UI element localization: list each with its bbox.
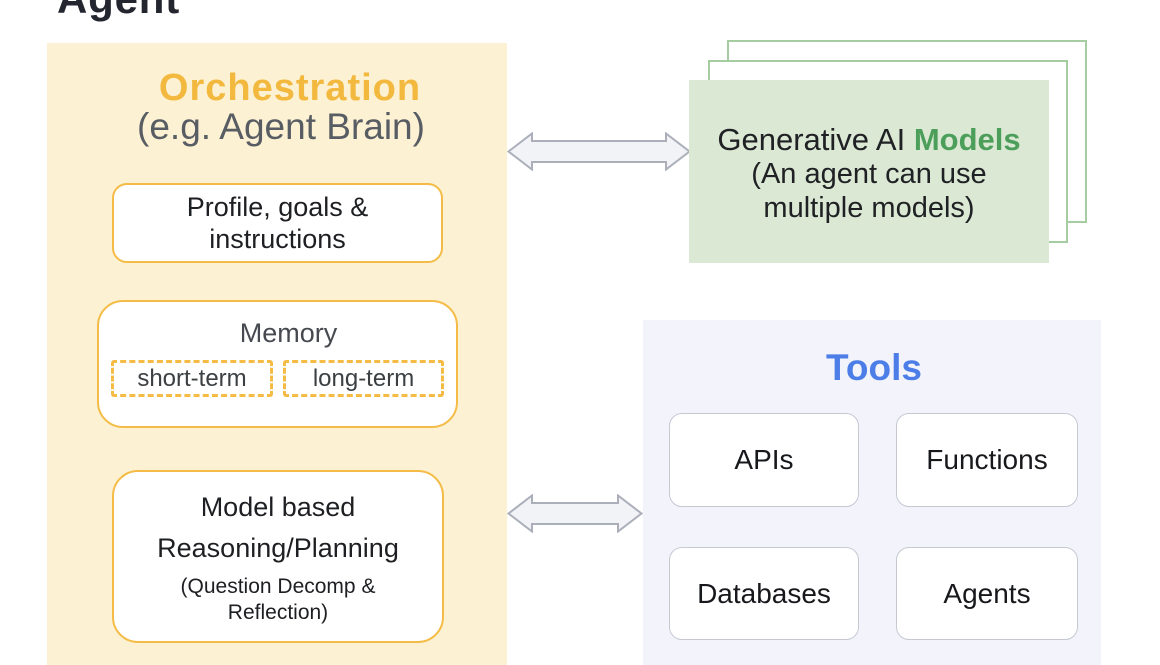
memory-box: Memory short-term long-term	[97, 300, 458, 428]
profile-box-line1: Profile, goals &	[186, 192, 369, 222]
models-title: Generative AI Models	[717, 123, 1020, 157]
tool-box-apis: APIs	[669, 413, 859, 507]
memory-long-term-box: long-term	[283, 360, 444, 397]
tool-box-databases: Databases	[669, 547, 859, 640]
tools-heading: Tools	[826, 347, 922, 388]
reasoning-box-line2: Reasoning/Planning	[157, 533, 399, 563]
orchestration-subheading: (e.g. Agent Brain)	[137, 106, 425, 147]
memory-label: Memory	[239, 318, 338, 348]
memory-short-term-box: short-term	[111, 360, 273, 397]
profile-goals-instructions-box: Profile, goals & instructions	[112, 183, 443, 263]
reasoning-box-line4: Reflection)	[227, 601, 329, 624]
orchestration-heading: Orchestration	[158, 67, 422, 109]
tools-arrow-icon	[507, 494, 643, 533]
models-title-highlight: Models	[913, 122, 1021, 157]
models-title-prefix: Generative AI	[717, 122, 914, 157]
models-subtitle-line1: (An agent can use	[751, 158, 987, 190]
tool-box-agents: Agents	[896, 547, 1078, 640]
models-arrow-icon	[507, 132, 691, 171]
tool-box-functions: Functions	[896, 413, 1078, 507]
reasoning-box-line1: Model based	[200, 492, 356, 522]
models-subtitle-line2: multiple models)	[763, 192, 975, 224]
generative-ai-models-card: Generative AI Models (An agent can use m…	[689, 79, 1049, 263]
model-based-reasoning-box: Model based Reasoning/Planning (Question…	[112, 470, 444, 643]
reasoning-box-line3: (Question Decomp &	[180, 575, 376, 598]
agent-title: Agent	[57, 0, 180, 23]
profile-box-line2: instructions	[209, 224, 346, 254]
